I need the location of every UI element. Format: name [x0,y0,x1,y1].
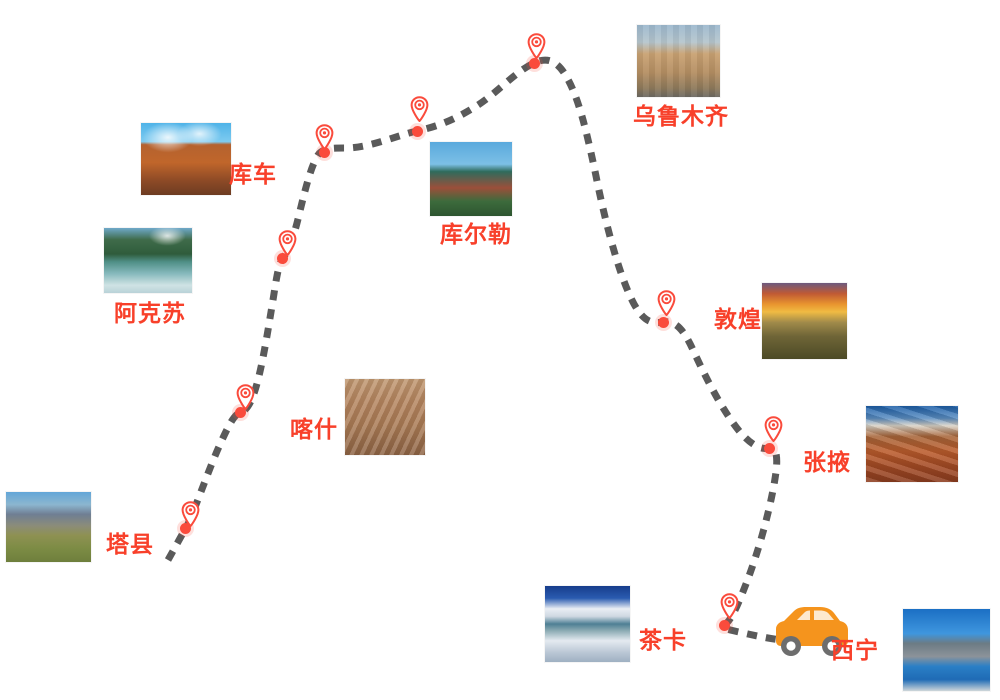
city-label-chaka[interactable]: 茶卡 [639,628,687,654]
route-stop-dot-korla[interactable] [411,125,423,137]
map-pin-icon-korla[interactable] [410,96,429,123]
route-stop-dot-dunhuang[interactable] [657,316,669,328]
map-pin-icon-kuche[interactable] [315,124,334,151]
city-label-korla[interactable]: 库尔勒 [440,222,512,248]
map-pin-icon-chaka[interactable] [720,593,739,620]
city-label-kashgar[interactable]: 喀什 [290,417,338,443]
photo-dunhuang [762,283,847,359]
map-pin-icon-dunhuang[interactable] [657,290,676,317]
map-pin-icon-taxian[interactable] [181,501,200,528]
route-stop-dot-kashgar[interactable] [234,406,246,418]
photo-taxian [6,492,91,562]
city-label-kuche[interactable]: 库车 [229,162,277,188]
city-label-xining[interactable]: 西宁 [831,638,879,664]
city-label-zhangye[interactable]: 张掖 [803,450,851,476]
route-stop-dot-kuche[interactable] [318,146,330,158]
photo-korla [430,142,512,216]
city-label-taxian[interactable]: 塔县 [106,532,154,558]
car-icon [776,607,848,656]
route-stop-dot-zhangye[interactable] [763,442,775,454]
map-pin-icon-aksu[interactable] [278,230,297,257]
map-pin-icon-zhangye[interactable] [764,416,783,443]
photo-chaka [545,586,630,662]
route-dashed-path [164,56,783,644]
map-pin-icon-kashgar[interactable] [236,384,255,411]
route-stop-dot-urumqi[interactable] [528,57,540,69]
city-label-dunhuang[interactable]: 敦煌 [714,307,762,333]
photo-kuche [141,123,231,195]
city-label-urumqi[interactable]: 乌鲁木齐 [633,104,729,130]
route-stop-dot-aksu[interactable] [276,252,288,264]
route-stop-dot-taxian[interactable] [179,522,191,534]
photo-zhangye [866,406,958,482]
route-stop-dot-chaka[interactable] [718,619,730,631]
city-label-aksu[interactable]: 阿克苏 [114,301,186,327]
photo-aksu [104,228,192,293]
photo-urumqi [637,25,720,97]
photo-kashgar [345,379,425,455]
map-pin-icon-urumqi[interactable] [527,33,546,60]
photo-xining [903,609,990,691]
